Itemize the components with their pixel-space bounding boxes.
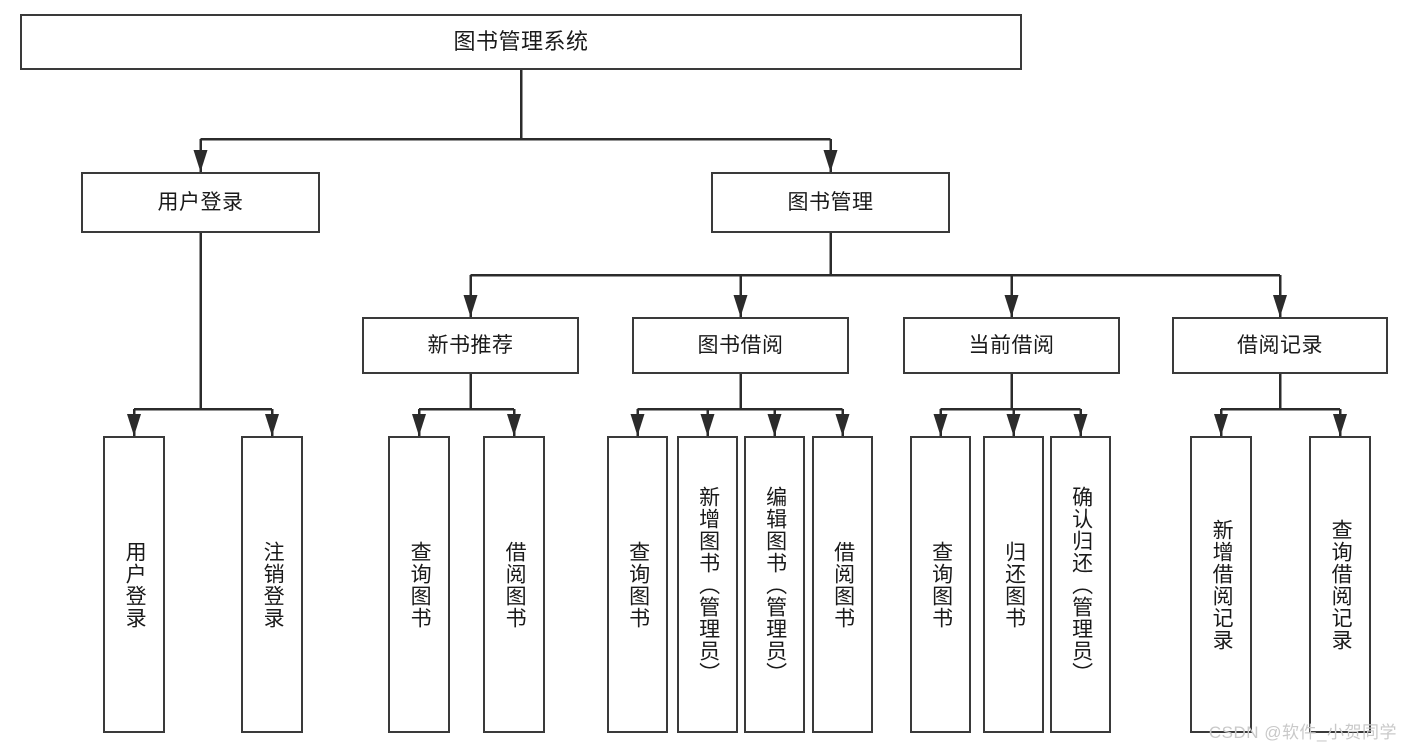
arrowhead-icon — [933, 414, 948, 436]
arrowhead-icon — [1073, 414, 1088, 436]
node-user-login[interactable]: 用户登录 — [81, 172, 320, 233]
node-leaf-return-book[interactable]: 归还图书 — [983, 436, 1044, 733]
node-leaf-query-book-2[interactable]: 查询图书 — [607, 436, 668, 733]
arrowhead-icon — [1214, 414, 1228, 436]
node-label: 图书管理系统 — [453, 28, 589, 54]
node-label: 借阅图书 — [503, 540, 527, 629]
node-label: 借阅图书 — [831, 540, 855, 629]
arrowhead-icon — [1004, 295, 1019, 317]
node-book-admin[interactable]: 图书管理 — [711, 172, 950, 233]
arrowhead-icon — [1006, 414, 1021, 436]
arrowhead-icon — [823, 150, 838, 172]
node-new-book-recommend[interactable]: 新书推荐 — [362, 317, 579, 374]
node-label: 新增借阅记录 — [1210, 518, 1234, 651]
arrowhead-icon — [835, 414, 850, 436]
node-label: 查询图书 — [626, 540, 650, 629]
arrowhead-icon — [733, 295, 748, 317]
node-leaf-logout[interactable]: 注销登录 — [241, 436, 303, 733]
node-label: 新书推荐 — [427, 333, 514, 357]
arrowhead-icon — [1273, 295, 1287, 317]
node-book-borrow[interactable]: 图书借阅 — [632, 317, 849, 374]
node-leaf-confirm-return[interactable]: 确认归还（管理员） — [1050, 436, 1111, 733]
node-root[interactable]: 图书管理系统 — [20, 14, 1022, 70]
node-leaf-add-book[interactable]: 新增图书（管理员） — [677, 436, 738, 733]
node-current-borrow[interactable]: 当前借阅 — [903, 317, 1120, 374]
node-label: 查询图书 — [929, 540, 953, 629]
arrowhead-icon — [463, 295, 478, 317]
node-label: 确认归还（管理员） — [1069, 485, 1093, 684]
node-label: 图书管理 — [787, 190, 874, 214]
node-leaf-user-login[interactable]: 用户登录 — [103, 436, 165, 733]
arrowhead-icon — [193, 150, 208, 172]
arrowhead-icon — [265, 414, 279, 436]
node-label: 归还图书 — [1002, 540, 1026, 629]
node-label: 当前借阅 — [968, 333, 1055, 357]
node-leaf-add-record[interactable]: 新增借阅记录 — [1190, 436, 1252, 733]
node-label: 查询图书 — [408, 540, 432, 629]
node-label: 借阅记录 — [1237, 333, 1323, 357]
arrowhead-icon — [1333, 414, 1347, 436]
node-leaf-query-record[interactable]: 查询借阅记录 — [1309, 436, 1371, 733]
node-label: 注销登录 — [261, 540, 285, 629]
arrowhead-icon — [127, 414, 141, 436]
node-label: 编辑图书（管理员） — [763, 485, 787, 684]
node-leaf-query-book-3[interactable]: 查询图书 — [910, 436, 971, 733]
arrowhead-icon — [630, 414, 645, 436]
arrowhead-icon — [507, 414, 521, 436]
node-leaf-borrow-book-1[interactable]: 借阅图书 — [483, 436, 545, 733]
node-label: 查询借阅记录 — [1329, 518, 1353, 651]
arrowhead-icon — [700, 414, 715, 436]
node-label: 用户登录 — [123, 540, 147, 629]
node-borrow-record[interactable]: 借阅记录 — [1172, 317, 1388, 374]
node-label: 新增图书（管理员） — [696, 485, 720, 684]
node-leaf-query-book-1[interactable]: 查询图书 — [388, 436, 450, 733]
arrowhead-icon — [767, 414, 782, 436]
node-label: 图书借阅 — [697, 333, 784, 357]
arrowhead-icon — [412, 414, 426, 436]
node-label: 用户登录 — [157, 190, 244, 214]
node-leaf-edit-book[interactable]: 编辑图书（管理员） — [744, 436, 805, 733]
node-leaf-borrow-book-2[interactable]: 借阅图书 — [812, 436, 873, 733]
